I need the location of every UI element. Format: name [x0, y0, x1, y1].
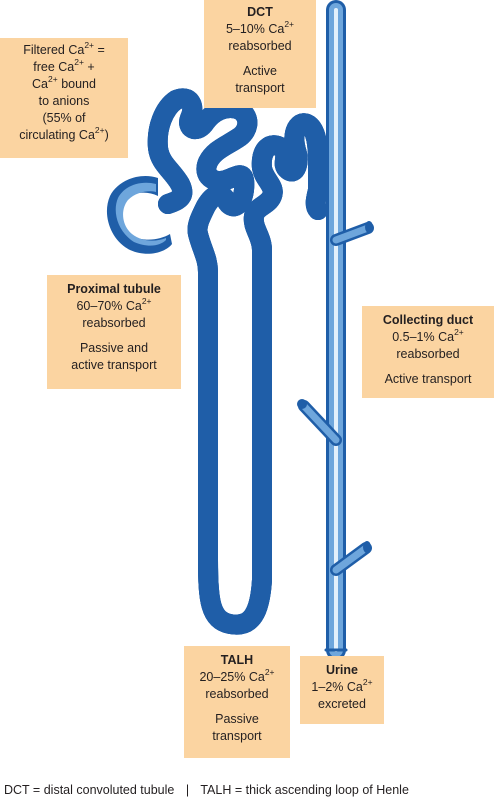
nephron-tubule: [158, 98, 328, 624]
talh-label: TALH 20–25% Ca2+ reabsorbed Passive tran…: [184, 646, 290, 758]
footer-separator: |: [185, 783, 190, 797]
filtered-calcium-label: Filtered Ca2+ = free Ca2+ + Ca2+ bound t…: [0, 38, 128, 158]
collecting-duct-label: Collecting duct 0.5–1% Ca2+ reabsorbed A…: [362, 306, 494, 398]
urine-label: Urine 1–2% Ca2+ excreted: [300, 656, 384, 724]
bowmans-capsule: [106, 176, 172, 254]
dct-label: DCT 5–10% Ca2+ reabsorbed Active transpo…: [204, 0, 316, 108]
footer-talh-definition: TALH = thick ascending loop of Henle: [200, 783, 409, 797]
collecting-duct: [297, 0, 374, 660]
proximal-tubule-label: Proximal tubule 60–70% Ca2+ reabsorbed P…: [47, 275, 181, 389]
abbreviation-footer: DCT = distal convoluted tubule | TALH = …: [4, 782, 496, 798]
footer-dct-definition: DCT = distal convoluted tubule: [4, 783, 175, 797]
